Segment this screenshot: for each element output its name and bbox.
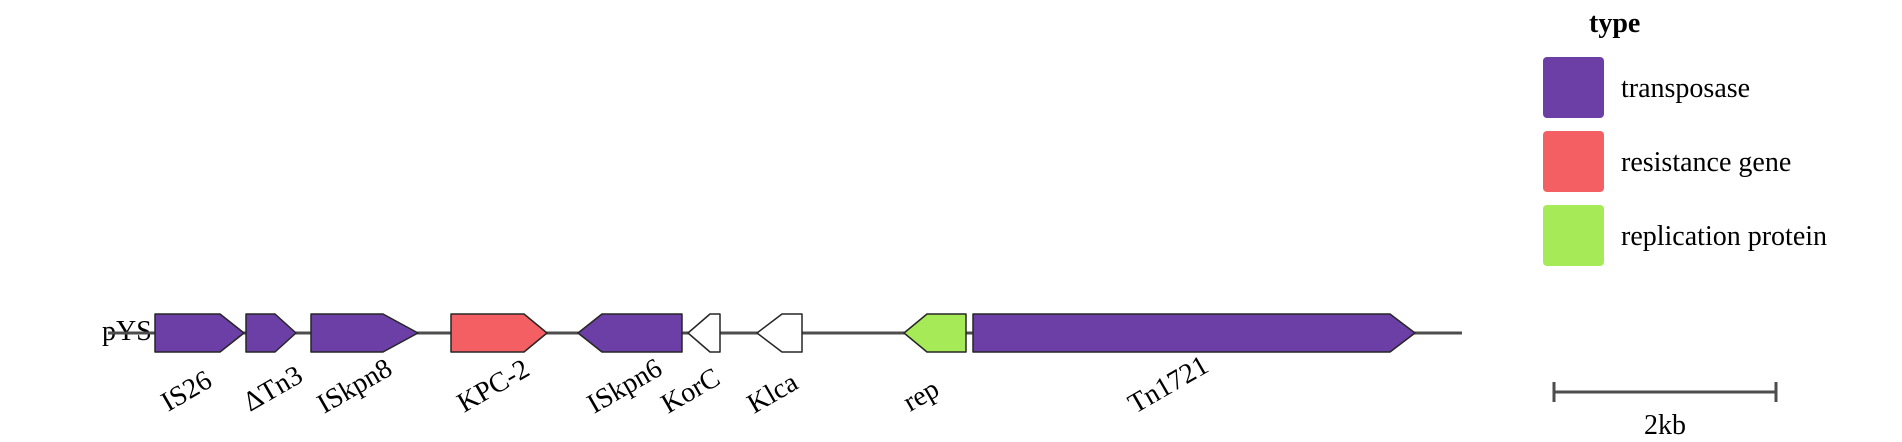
gene-label-delta-tn3: ΔTn3: [238, 360, 308, 418]
legend-label-transposase: transposase: [1621, 73, 1750, 104]
gene-label-rep: rep: [898, 373, 944, 418]
gene-label-kpc-2: KPC-2: [452, 353, 535, 419]
scale-bar-label: 2kb: [1644, 410, 1686, 441]
gene-arrow-iskpn6: [577, 313, 683, 353]
gene-label-is26: IS26: [156, 365, 217, 418]
legend-label-resistance-gene: resistance gene: [1621, 147, 1791, 178]
legend-swatch-replication-protein: [1543, 205, 1604, 266]
legend: type transposase resistance gene replica…: [1543, 8, 1827, 266]
gene-arrow-rep: [903, 313, 967, 353]
gene-label-korc: KorC: [656, 362, 725, 420]
gene-arrow-iskpn8: [310, 313, 419, 353]
scale-bar: 2kb: [1552, 382, 1778, 441]
gene-arrow-kpc-2: [450, 313, 548, 353]
legend-label-replication-protein: replication protein: [1621, 221, 1827, 252]
legend-title: type: [1589, 8, 1640, 39]
gene-label-tn1721: Tn1721: [1123, 350, 1214, 420]
gene-arrow-is26: [154, 313, 245, 353]
legend-swatch-transposase: [1543, 57, 1604, 118]
gene-arrow-korc: [687, 313, 721, 353]
gene-track: [154, 313, 1416, 353]
gene-labels: IS26 ΔTn3 ISkpn8 KPC-2 ISkpn6 KorC Klca …: [156, 350, 1214, 420]
legend-swatch-resistance-gene: [1543, 131, 1604, 192]
gene-arrow-tn1721: [972, 313, 1416, 353]
gene-label-iskpn8: ISkpn8: [312, 353, 398, 420]
gene-label-iskpn6: ISkpn6: [582, 353, 668, 420]
gene-arrow-delta-tn3: [245, 313, 297, 353]
gene-label-klca: Klca: [742, 367, 804, 421]
gene-arrow-klca: [756, 313, 803, 353]
